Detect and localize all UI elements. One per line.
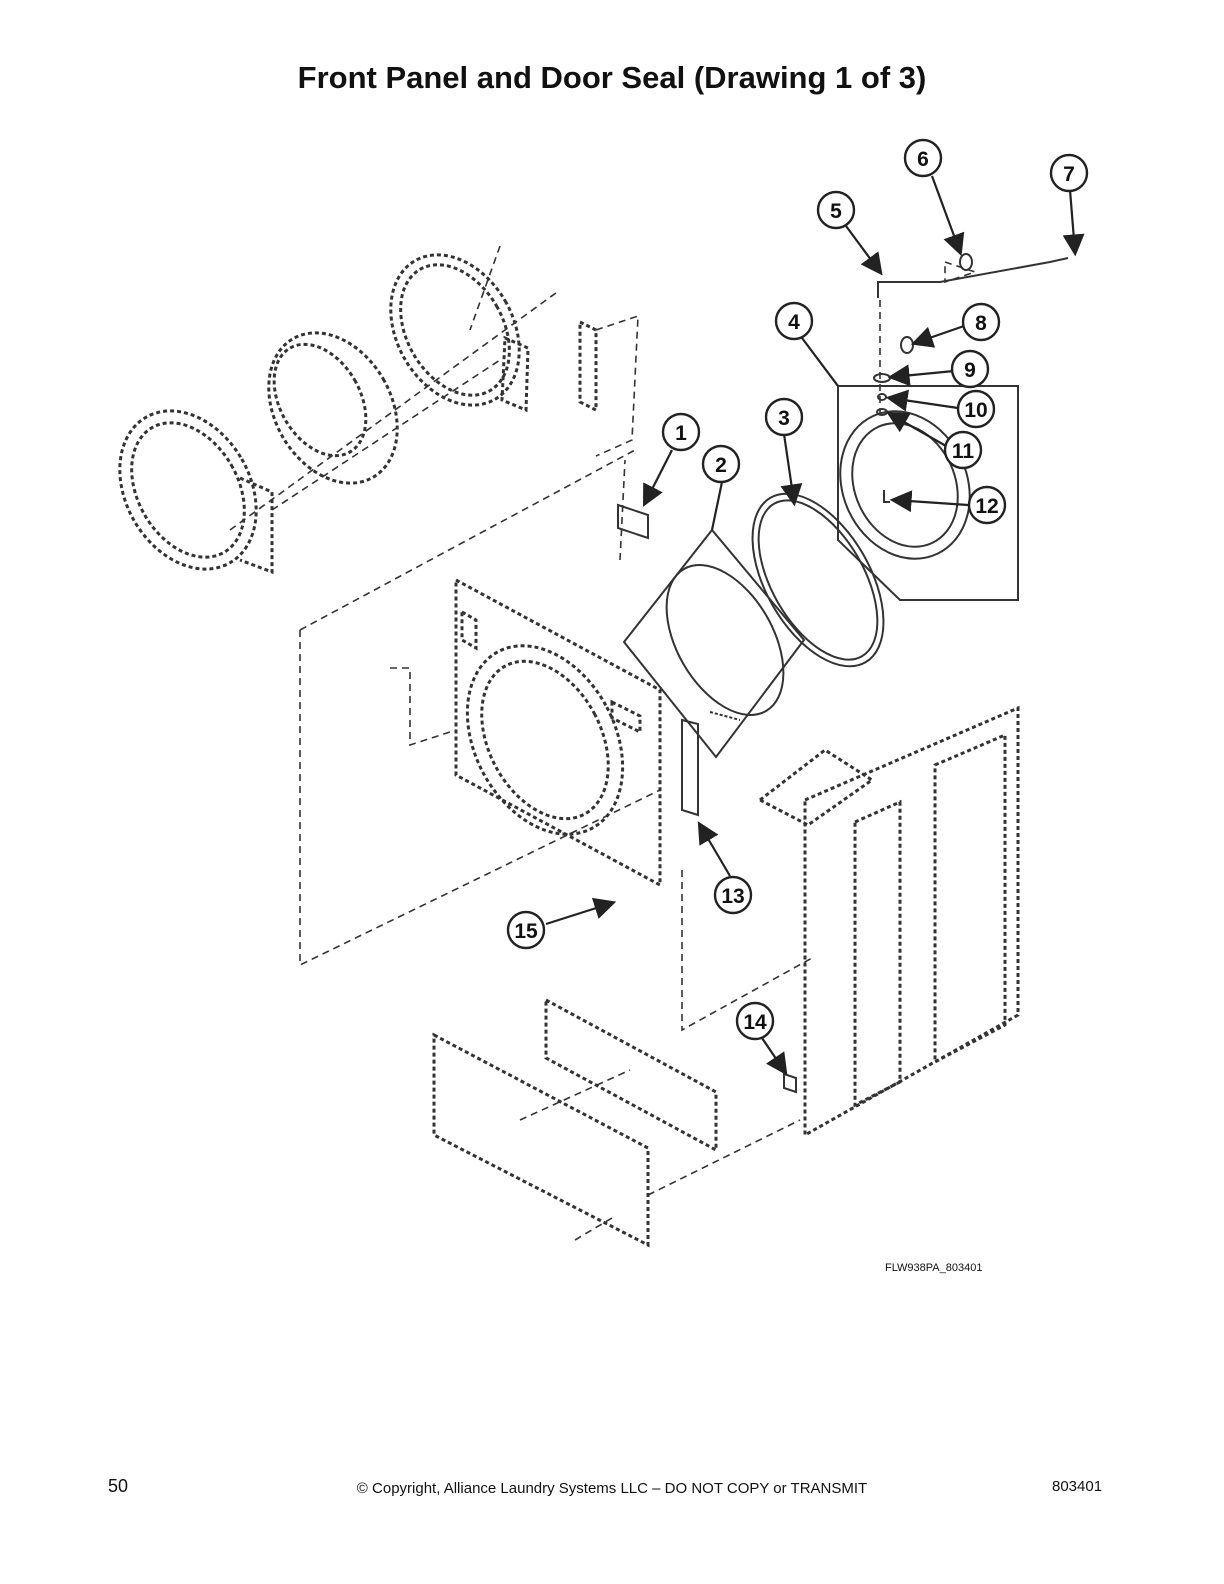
callout-label-13: 13: [721, 885, 744, 908]
drawing-code: FLW938PA_803401: [885, 1262, 983, 1274]
callout-label-3: 3: [778, 407, 790, 430]
door-glass-bowl: [267, 331, 399, 485]
leader-13: [697, 821, 731, 877]
callout-1: 1: [661, 412, 701, 452]
front-panel: [454, 577, 662, 888]
cabinet-frame: [681, 705, 1020, 1138]
bracket-strip: [681, 718, 699, 817]
callout-2: 2: [701, 444, 741, 484]
callout-label-12: 12: [975, 495, 998, 518]
callout-8: 8: [961, 302, 1001, 342]
leader-4: [801, 337, 839, 387]
callout-label-5: 5: [830, 200, 842, 223]
callout-14: 14: [735, 1001, 775, 1041]
callout-label-15: 15: [514, 920, 538, 943]
callout-12: 12: [967, 485, 1007, 525]
leader-5: [845, 225, 883, 276]
lower-panel: [432, 997, 801, 1248]
page-title: Front Panel and Door Seal (Drawing 1 of …: [297, 60, 927, 95]
copyright-notice: © Copyright, Alliance Laundry Systems LL…: [356, 1480, 868, 1497]
leader-15: [545, 897, 617, 926]
callout-label-4: 4: [788, 311, 800, 334]
page-number: 50: [108, 1476, 129, 1496]
callout-6: 6: [903, 138, 943, 178]
callout-15: 15: [506, 910, 546, 950]
callout-3: 3: [764, 397, 804, 437]
callout-label-9: 9: [964, 359, 976, 382]
leader-11: [886, 411, 947, 447]
spring-box: [622, 528, 806, 759]
door-assembly-guides: [229, 245, 636, 631]
callout-5: 5: [816, 190, 856, 230]
clip: [783, 1072, 797, 1094]
clamp-ring: [751, 492, 885, 668]
callout-7: 7: [1049, 153, 1089, 193]
leader-10: [885, 389, 959, 412]
door-inner-ring: [389, 253, 530, 413]
door-outer-ring: [118, 409, 274, 575]
callout-label-2: 2: [715, 454, 727, 477]
leader-14: [761, 1037, 788, 1076]
leader-lines: [545, 175, 1085, 1076]
callout-9: 9: [950, 349, 990, 389]
leader-2: [710, 481, 724, 531]
callout-label-14: 14: [743, 1011, 767, 1034]
leader-1: [643, 449, 673, 507]
leader-8: [910, 324, 965, 348]
leader-6: [930, 175, 965, 257]
document-number: 803401: [1052, 1478, 1103, 1495]
callout-4: 4: [774, 301, 814, 341]
leader-7: [1062, 189, 1085, 257]
callout-10: 10: [956, 389, 996, 429]
callout-label-10: 10: [964, 399, 987, 422]
callout-label-8: 8: [975, 312, 987, 335]
leader-12: [889, 490, 969, 513]
leader-9: [887, 364, 955, 387]
callout-11: 11: [943, 430, 983, 470]
callout-label-6: 6: [917, 148, 929, 171]
callout-label-1: 1: [675, 422, 687, 445]
leader-3: [780, 433, 803, 507]
callout-label-7: 7: [1063, 163, 1075, 186]
hinge-block: [617, 503, 649, 540]
callout-label-11: 11: [952, 440, 975, 463]
door-hinge-plate: [578, 314, 639, 457]
callout-13: 13: [713, 875, 753, 915]
front-panel-guides: [299, 459, 661, 967]
